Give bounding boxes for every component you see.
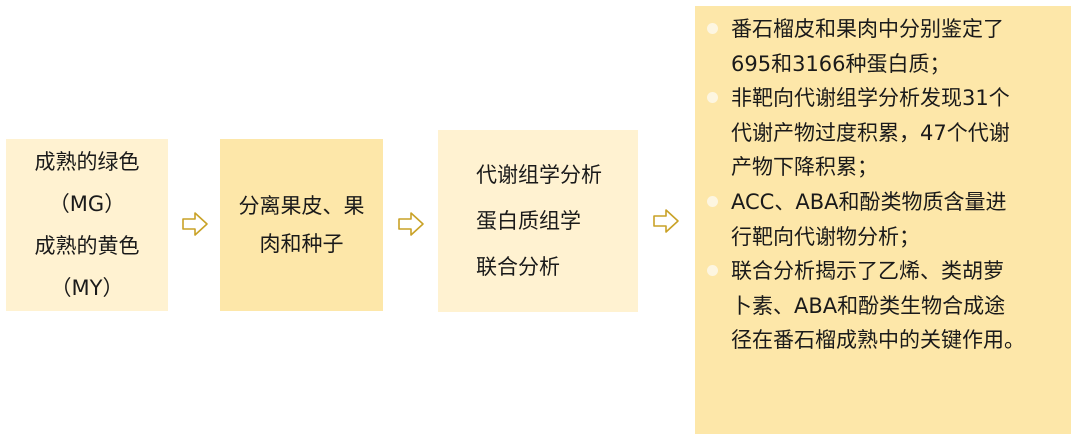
stage-1-line-1: 成熟的绿色 [34, 150, 140, 174]
stage-2-line-1: 分离果皮、果 [238, 194, 365, 218]
stage-1-line-4: （MY） [50, 276, 124, 300]
stage-1-line-2: （MG） [48, 192, 126, 216]
stage-3-line-1: 代谢组学分析 [476, 163, 602, 187]
stage-2-line-2: 肉和种子 [259, 232, 344, 256]
arrow-right-icon [398, 212, 424, 236]
stage-3-line-3: 联合分析 [476, 255, 560, 279]
result-item: 联合分析揭示了乙烯、类胡萝 卜素、ABA和酚类生物合成途 径在番石榴成熟中的关键… [707, 254, 1065, 358]
arrow-right-icon [182, 212, 208, 236]
stage-1-line-3: 成熟的黄色 [34, 234, 140, 258]
result-item: ACC、ABA和酚类物质含量进 行靶向代谢物分析； [707, 185, 1065, 254]
stage-3-line-2: 蛋白质组学 [476, 209, 581, 233]
stage-fruit-color-box: 成熟的绿色 （MG） 成熟的黄色 （MY） [6, 139, 168, 311]
bullet-dot-icon [707, 265, 718, 277]
stage-separation-box: 分离果皮、果 肉和种子 [220, 139, 383, 311]
bullet-dot-icon [707, 92, 718, 104]
result-item: 番石榴皮和果肉中分别鉴定了 695和3166种蛋白质； [707, 12, 1065, 81]
bullet-dot-icon [707, 195, 718, 207]
stage-analysis-box: 代谢组学分析 蛋白质组学 联合分析 [438, 130, 638, 312]
result-item: 非靶向代谢组学分析发现31个 代谢产物过度积累，47个代谢 产物下降积累； [707, 81, 1065, 185]
bullet-dot-icon [707, 23, 718, 34]
arrow-right-icon [653, 209, 679, 233]
results-box: 番石榴皮和果肉中分别鉴定了 695和3166种蛋白质； 非靶向代谢组学分析发现3… [695, 6, 1071, 434]
